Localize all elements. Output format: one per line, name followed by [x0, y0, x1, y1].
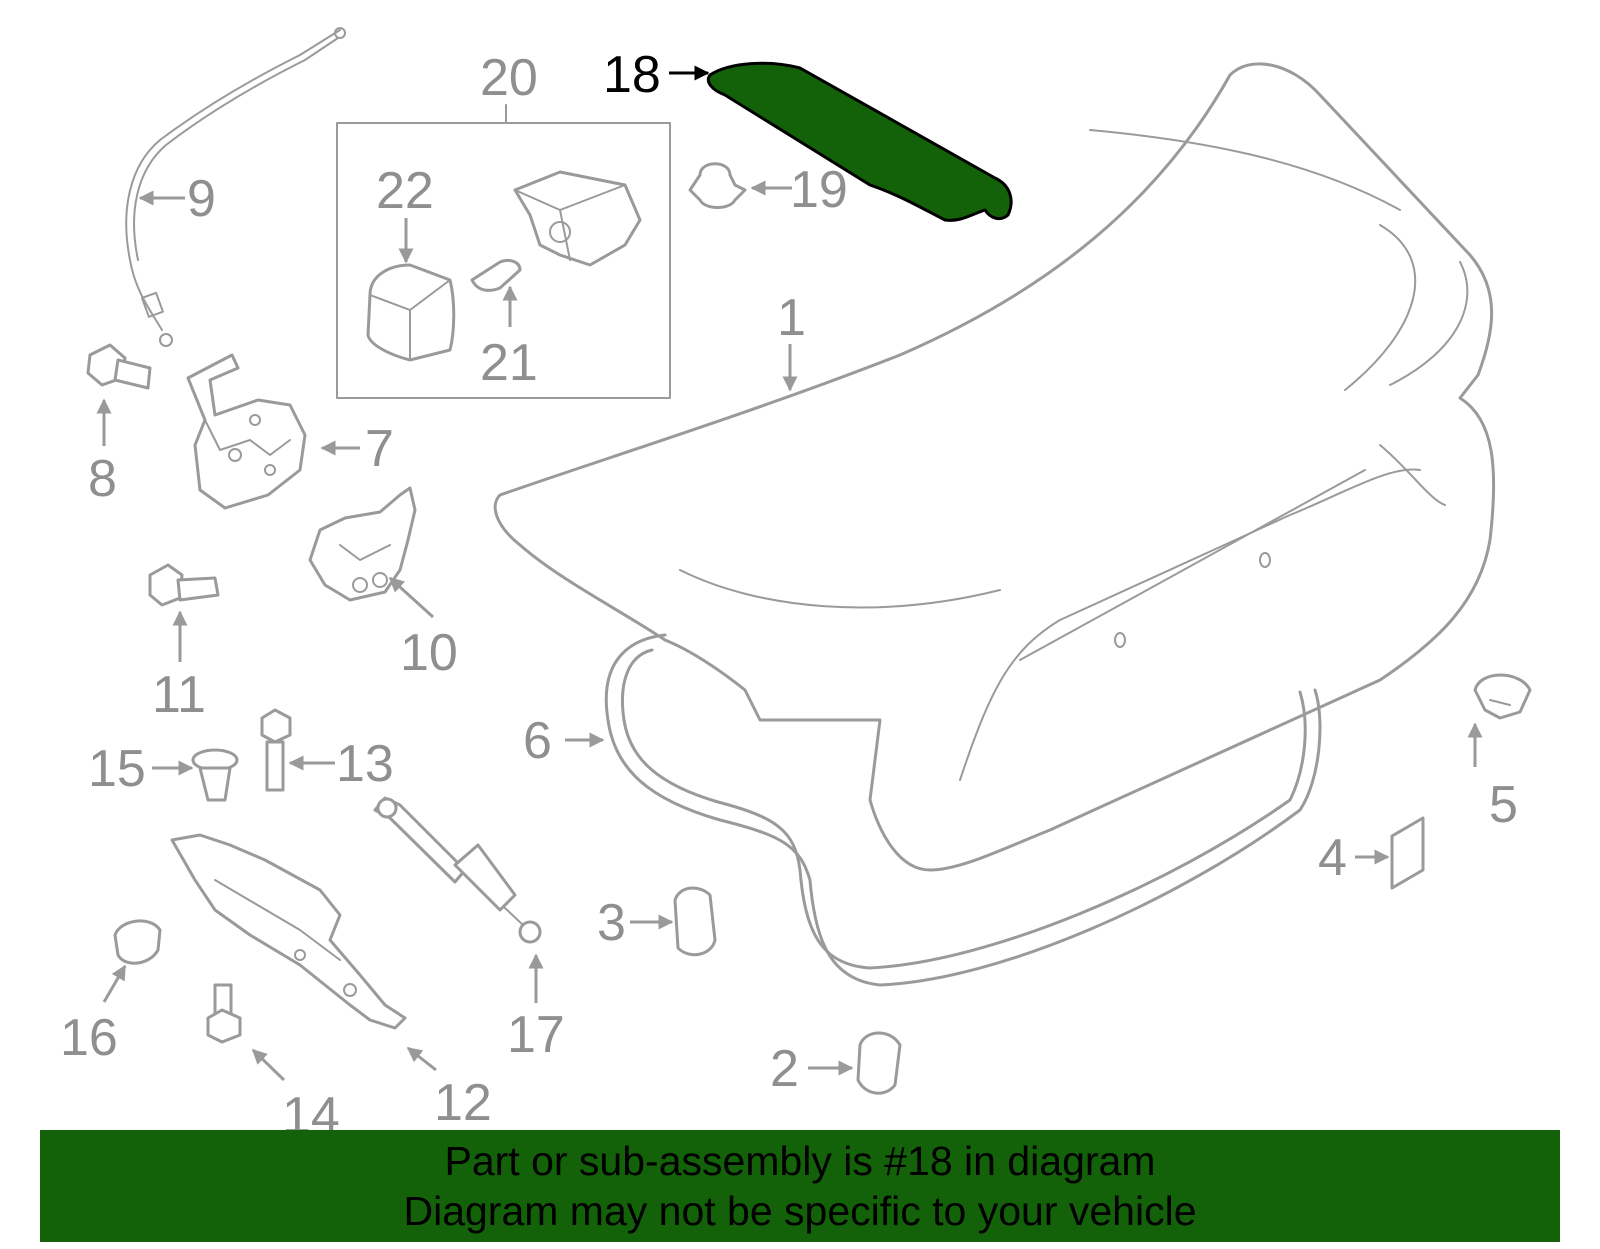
striker-10 [308, 486, 417, 602]
bolt-13 [260, 708, 292, 792]
callout-2: 2 [770, 1040, 799, 1098]
callout-19: 19 [790, 161, 848, 219]
callout-6: 6 [523, 712, 552, 770]
clip-15 [191, 748, 239, 802]
hinge-arm-12 [170, 833, 407, 1030]
weatherstrip [604, 633, 1322, 987]
bolt-11 [148, 563, 220, 607]
plate-4 [1390, 816, 1425, 890]
trunk-lid [493, 62, 1496, 872]
callout-8: 8 [88, 450, 117, 508]
bolt-14 [206, 983, 242, 1044]
leader-lines [96, 65, 1483, 1082]
callout-17: 17 [507, 1006, 565, 1064]
bumper-2 [856, 1031, 902, 1095]
callout-15: 15 [88, 740, 146, 798]
callout-10: 10 [400, 624, 458, 682]
banner-line-2: Diagram may not be specific to your vehi… [403, 1188, 1197, 1234]
callout-7: 7 [365, 420, 394, 478]
callout-4: 4 [1318, 829, 1347, 887]
kit-box-20 [336, 104, 671, 399]
bolt-8 [86, 343, 152, 390]
push-clip-19 [688, 162, 747, 209]
release-cable [125, 27, 346, 347]
callout-3: 3 [597, 894, 626, 952]
callout-5: 5 [1489, 776, 1518, 834]
gas-strut-17 [373, 796, 542, 944]
callout-18: 18 [603, 46, 661, 104]
callout-20: 20 [480, 49, 538, 107]
callout-22: 22 [376, 162, 434, 220]
info-banner: Part or sub-assembly is #18 in diagram D… [40, 1130, 1560, 1242]
spoiler-highlight [706, 61, 1013, 222]
callout-11: 11 [152, 666, 206, 724]
bumper-16 [113, 919, 162, 965]
callout-16: 16 [60, 1009, 118, 1067]
clip-5 [1473, 673, 1532, 720]
bumper-3 [673, 886, 717, 957]
banner-line-1: Part or sub-assembly is #18 in diagram [444, 1138, 1156, 1184]
latch-7 [186, 353, 307, 510]
callout-12: 12 [434, 1074, 492, 1132]
callout-13: 13 [336, 735, 394, 793]
callout-1: 1 [777, 289, 806, 347]
callout-21: 21 [480, 334, 538, 392]
callout-9: 9 [187, 170, 216, 228]
